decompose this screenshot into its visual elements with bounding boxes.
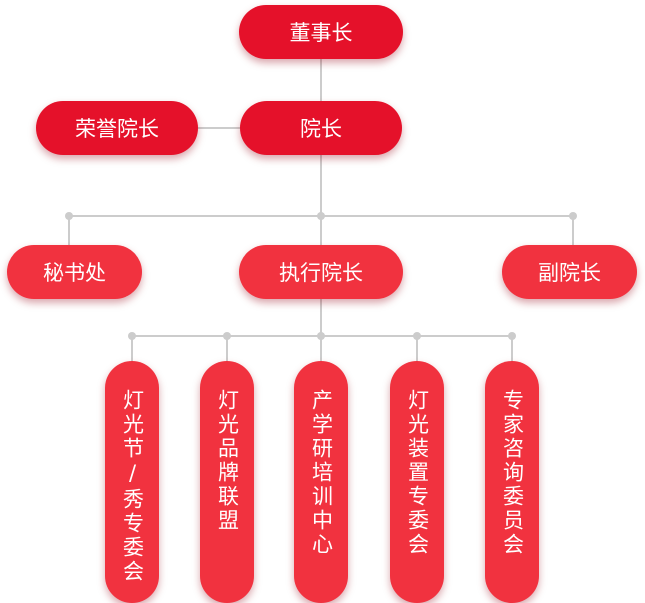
node-committee-label: 灯光装置专委会 xyxy=(405,389,430,557)
node-secretariat: 秘书处 xyxy=(7,245,142,299)
node-committee-label: 灯光品牌联盟 xyxy=(215,389,240,533)
junction-dot xyxy=(223,332,231,340)
node-chairman: 董事长 xyxy=(239,5,403,59)
node-committee-label: 专家咨询委员会 xyxy=(500,389,525,557)
node-vice-president-label: 副院长 xyxy=(538,261,601,285)
junction-dot xyxy=(317,332,325,340)
node-committee: 灯光装置专委会 xyxy=(390,361,444,603)
node-committee-label: 产学研培训中心 xyxy=(309,389,334,557)
node-committee: 产学研培训中心 xyxy=(294,361,348,603)
junction-dot xyxy=(317,212,325,220)
junction-dot xyxy=(508,332,516,340)
node-committee: 专家咨询委员会 xyxy=(485,361,539,603)
node-chairman-label: 董事长 xyxy=(289,21,353,45)
junction-dot xyxy=(65,212,73,220)
node-committee: 灯光节/秀专委会 xyxy=(105,361,159,603)
node-committee: 灯光品牌联盟 xyxy=(200,361,254,603)
node-executive-president: 执行院长 xyxy=(239,245,403,299)
node-secretariat-label: 秘书处 xyxy=(43,261,106,285)
junction-dot xyxy=(569,212,577,220)
junction-dot xyxy=(128,332,136,340)
node-executive-president-label: 执行院长 xyxy=(279,261,363,285)
node-president: 院长 xyxy=(240,101,402,155)
node-vice-president: 副院长 xyxy=(502,245,637,299)
node-honorary-president-label: 荣誉院长 xyxy=(75,117,159,141)
node-honorary-president: 荣誉院长 xyxy=(36,101,198,155)
junction-dot xyxy=(413,332,421,340)
node-president-label: 院长 xyxy=(300,117,342,141)
node-committee-label: 灯光节/秀专委会 xyxy=(120,389,145,584)
